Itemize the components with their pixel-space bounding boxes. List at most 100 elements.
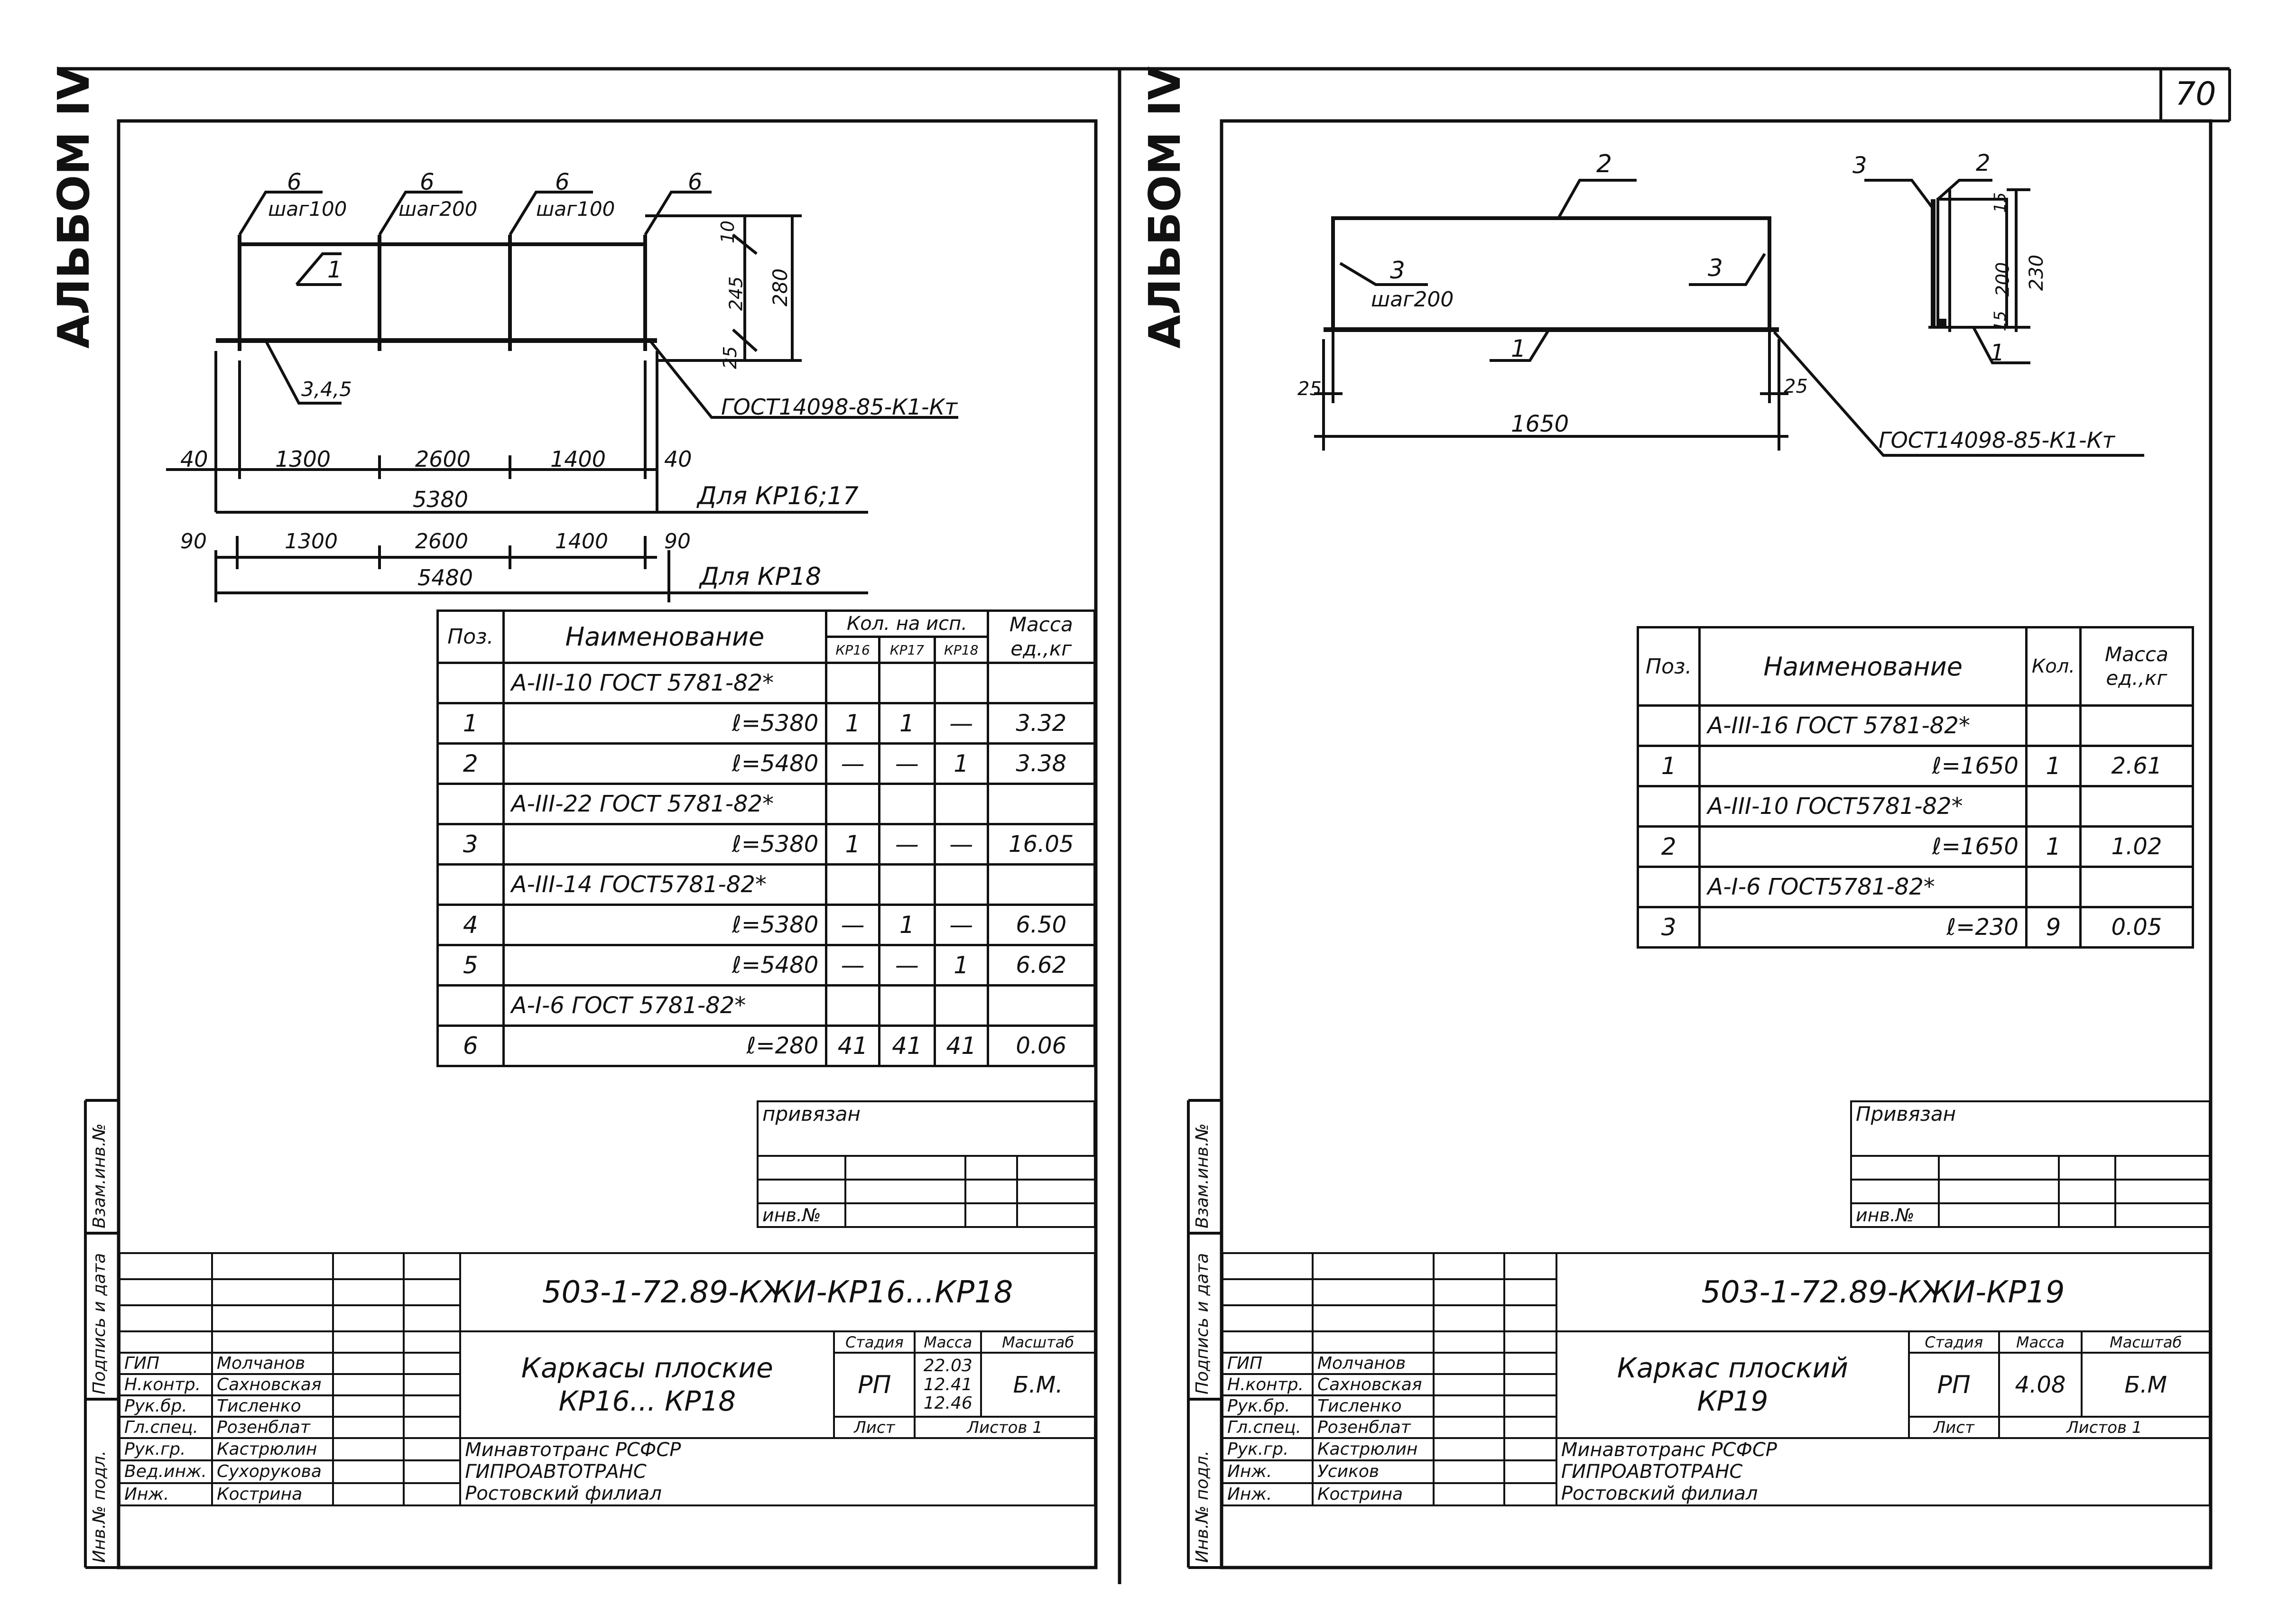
spec-cell-pos: 6 (436, 1024, 505, 1067)
spec-cell-q: 9 (2025, 906, 2082, 949)
dim-row1-2: 2600 (415, 446, 471, 472)
r-spec-h-mass: Масса ед.,кг (2079, 626, 2195, 707)
spec-cell-pos: 3 (436, 823, 505, 866)
signer-name: Сахновская (211, 1373, 334, 1396)
sheet-label: Лист (1908, 1416, 2000, 1439)
title-right: Каркас плоский (1617, 1351, 1848, 1384)
spec-cell-pos (1636, 785, 1701, 828)
spec-cell-m: 1.02 (2079, 825, 2195, 868)
spec-cell-q3: — (933, 823, 989, 866)
dim-row2-0: 90 (180, 529, 207, 554)
spec-row: А-III-14 ГОСТ5781-82* (436, 863, 1096, 906)
spec-cell-q1: — (825, 742, 880, 785)
spec-cell-q1: 1 (825, 823, 880, 866)
signer-role: Инж. (1222, 1482, 1314, 1507)
spec-cell-q3 (933, 984, 989, 1027)
drawing-code-right: 503-1-72.89-КЖИ-КР19 (1555, 1252, 2211, 1332)
r-dim-25b: 25 (1784, 376, 1808, 397)
spec-cell-name: А-III-10 ГОСТ 5781-82* (502, 662, 828, 704)
signer-name: Молчанов (211, 1352, 334, 1375)
signer-role: Инж. (119, 1482, 213, 1507)
callout-pos1: 1 (327, 257, 342, 283)
inv-no-label: инв.№ (757, 1202, 846, 1228)
organization-line: Минавтотранс РСФСР (1561, 1439, 1777, 1461)
signer-name: Тисленко (1311, 1394, 1435, 1418)
r-dim-s230: 230 (2026, 254, 2048, 291)
dim-row1-4: 40 (664, 446, 692, 472)
mass-line: 12.46 (923, 1393, 972, 1413)
spec-cell-q1: — (825, 944, 880, 987)
spec-h-qty: Кол. на исп. (825, 609, 989, 638)
date-cell (1503, 1394, 1557, 1418)
spec-cell-q1 (825, 662, 880, 704)
stage-value: РП (1908, 1352, 2000, 1418)
spec-cell-m: 0.06 (986, 1024, 1096, 1067)
signer-role: Вед.инж. (119, 1459, 213, 1484)
signer-name: Сухорукова (211, 1459, 334, 1484)
signer-role: ГИП (119, 1352, 213, 1375)
r-callout-pos3a: 3 (1390, 257, 1405, 284)
spec-cell-name: А-III-16 ГОСТ 5781-82* (1698, 704, 2028, 747)
spec-cell-m: 2.61 (2079, 745, 2195, 787)
signature-cell (1432, 1394, 1506, 1418)
spec-cell-m (2079, 704, 2195, 747)
dim-10: 10 (717, 220, 739, 244)
stage-value: РП (833, 1352, 916, 1418)
date-cell (1503, 1373, 1557, 1396)
signer-role: Рук.бр. (119, 1394, 213, 1418)
date-cell (402, 1352, 462, 1375)
signature-cell (332, 1482, 405, 1507)
drawing-code-left: 503-1-72.89-КЖИ-КР16...КР18 (459, 1252, 1096, 1332)
date-cell (402, 1416, 462, 1439)
spec-cell-q (2025, 785, 2082, 828)
r-callout-pos2: 2 (1596, 150, 1612, 178)
signature-cell (332, 1394, 405, 1418)
r-section-pos1: 1 (1990, 340, 2005, 366)
signer-role: ГИП (1222, 1352, 1314, 1375)
spec-cell-name: А-III-22 ГОСТ 5781-82* (502, 783, 828, 825)
dim-total1: 5380 (413, 487, 469, 512)
spec-cell-q2 (878, 984, 936, 1027)
signer-name: Сахновская (1311, 1373, 1435, 1396)
date-cell (1503, 1482, 1557, 1507)
side-label-right-1: Подпись и дата (1193, 1253, 1212, 1394)
weld-gost-left: ГОСТ14098-85-К1-Кт (721, 394, 958, 420)
signature-cell (1432, 1482, 1506, 1507)
signature-cell (332, 1416, 405, 1439)
spec-cell-q3: — (933, 702, 989, 745)
spec-cell-q1: — (825, 904, 880, 946)
r-dim-1650: 1650 (1511, 411, 1569, 437)
signer-role: Рук.гр. (1222, 1437, 1314, 1462)
spec-cell-name: ℓ=1650 (1698, 745, 2028, 787)
spec-cell-q3: — (933, 904, 989, 946)
spec-cell-pos: 5 (436, 944, 505, 987)
spec-cell-pos (1636, 704, 1701, 747)
r-callout-step: шаг200 (1371, 287, 1454, 312)
callout-pos6-d: 6 (688, 169, 703, 195)
signature-cell (332, 1459, 405, 1484)
title2-left: КР16... КР18 (558, 1384, 736, 1417)
date-cell (402, 1373, 462, 1396)
signer-name: Розенблат (1311, 1416, 1435, 1439)
privyazan-label: привязан (757, 1100, 1096, 1157)
sheet-label: Лист (833, 1416, 916, 1439)
signer-role: Н.контр. (1222, 1373, 1314, 1396)
spec-h-mass: Масса ед.,кг (986, 609, 1096, 664)
spec-cell-pos (1636, 866, 1701, 908)
scale-h-right: Масштаб (2081, 1330, 2211, 1354)
signer-name: Кострина (1311, 1482, 1435, 1507)
privyazan-block-right: Привязан инв.№ (1850, 1100, 2211, 1228)
sheets-label: Листов 1 (914, 1416, 1096, 1439)
dim-for1: Для КР16;17 (697, 482, 859, 510)
mass-value: 4.08 (1998, 1352, 2083, 1418)
spec-h-qty-col: КР16 (825, 636, 880, 664)
spec-cell-q2: — (878, 742, 936, 785)
scale-h-left: Масштаб (980, 1330, 1096, 1354)
spec-cell-m (2079, 785, 2195, 828)
